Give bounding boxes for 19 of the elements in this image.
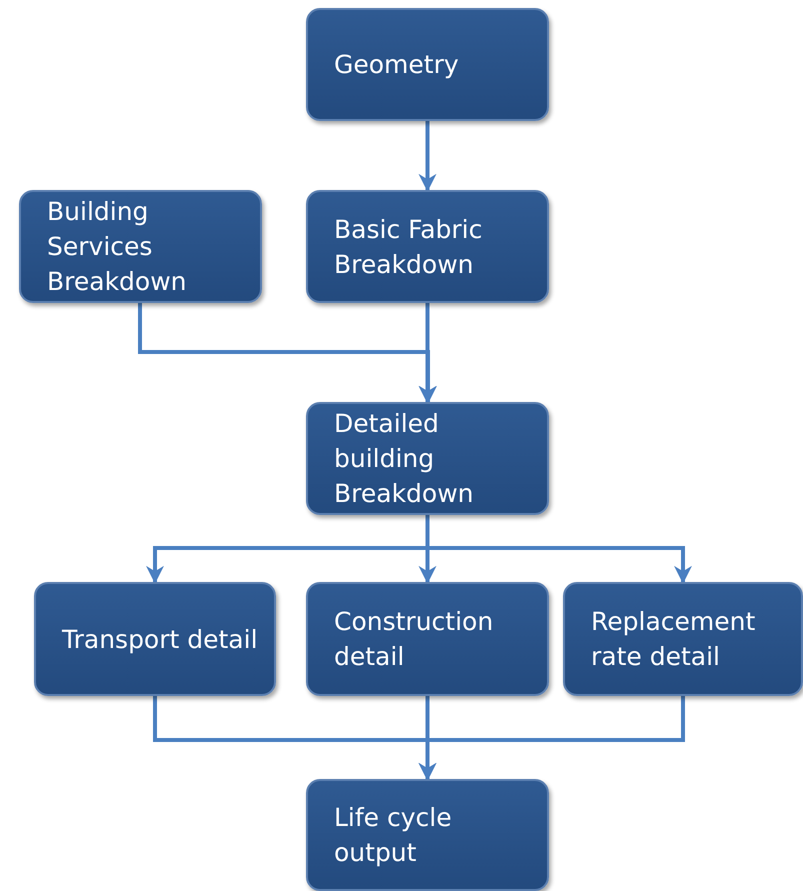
connector-arrow — [418, 121, 436, 192]
connector-arrow — [138, 303, 437, 404]
box-label: Construction detail — [334, 606, 494, 673]
box-label: Building Services Breakdown — [47, 196, 188, 298]
box-label: Transport detail — [62, 624, 259, 656]
process-box — [306, 402, 549, 515]
box-label: Life cycle output — [334, 802, 453, 869]
box-label: Detailed building Breakdown — [334, 408, 475, 510]
connector-arrow — [418, 303, 436, 404]
process-box — [306, 8, 549, 121]
process-box — [34, 582, 276, 696]
box-label: Basic Fabric Breakdown — [334, 214, 484, 280]
process-box — [306, 582, 549, 696]
box-label: Geometry — [334, 49, 460, 81]
process-box — [563, 582, 803, 696]
box-label: Replacement rate detail — [591, 606, 756, 673]
process-box — [306, 779, 549, 891]
process-box — [306, 190, 549, 303]
process-box — [19, 190, 262, 303]
